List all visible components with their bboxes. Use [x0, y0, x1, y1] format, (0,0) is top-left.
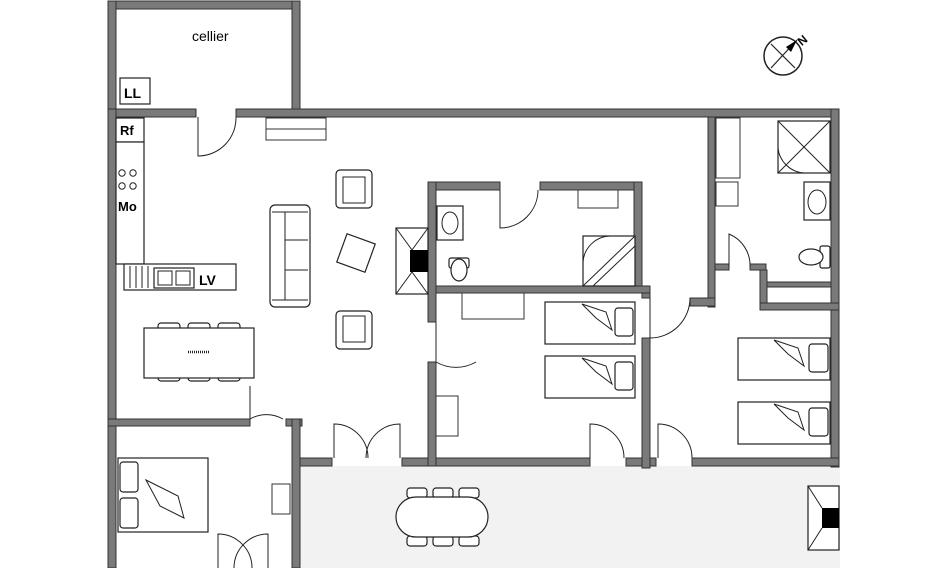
- toilet-2: [798, 245, 831, 269]
- doors: [197, 116, 751, 568]
- fridge-label: Rf: [120, 123, 134, 138]
- shower-2: [777, 120, 831, 174]
- cellier-label: cellier: [192, 28, 229, 44]
- terrace-table: [395, 487, 489, 547]
- stove-burners: [118, 169, 137, 190]
- armchair-top: [335, 169, 373, 209]
- dishwasher-label: LV: [199, 272, 217, 288]
- laundry-machine: [119, 77, 151, 105]
- microwave-label: Mo: [118, 199, 137, 214]
- fridge: [115, 117, 145, 143]
- shower-1: [582, 235, 636, 287]
- armchair-bottom: [335, 310, 373, 350]
- kitchen-counter: [115, 141, 145, 265]
- terrace-floor: [300, 466, 840, 568]
- washbasin-2: [803, 181, 831, 221]
- bed-right-2: [737, 401, 831, 445]
- bed-bottom-left: [117, 457, 209, 533]
- counter-stripes: [129, 266, 149, 288]
- coffee-table: [336, 233, 376, 273]
- terrace-fireplace: [807, 485, 840, 551]
- washbasin-1: [436, 205, 464, 241]
- fireplace: [395, 227, 429, 295]
- dining-table: [143, 322, 255, 382]
- sofa: [269, 204, 311, 308]
- bed-middle-1: [544, 301, 636, 345]
- compass-icon: N: [763, 32, 810, 76]
- bed-middle-2: [544, 355, 636, 399]
- walls: [107, 0, 840, 568]
- kitchen-sink: [153, 267, 195, 289]
- windows: [265, 117, 741, 515]
- laundry-label: LL: [124, 85, 142, 101]
- bed-right-1: [737, 337, 831, 381]
- toilet-1: [448, 257, 470, 282]
